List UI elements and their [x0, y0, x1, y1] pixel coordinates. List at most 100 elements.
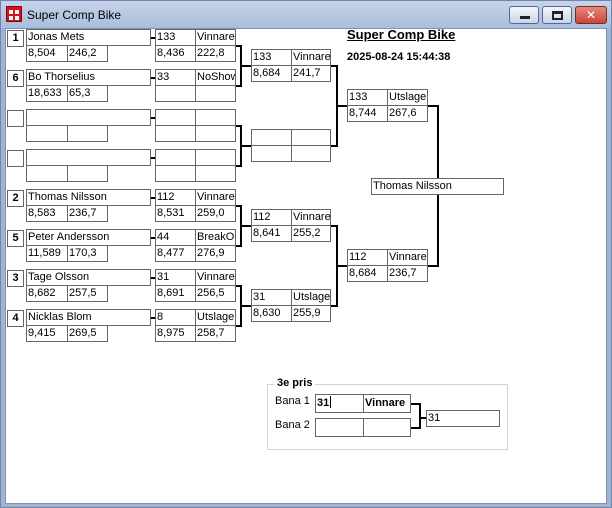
round2-speed-field[interactable]: [195, 85, 236, 102]
round2-result-field[interactable]: [195, 109, 236, 126]
round3-time-field[interactable]: 8,684: [251, 65, 292, 82]
semifinal-time-field[interactable]: 8,744: [347, 105, 388, 122]
round2-number-field[interactable]: 112: [155, 189, 196, 206]
racer-name-field[interactable]: Nicklas Blom: [26, 309, 151, 326]
round3-time-field[interactable]: 8,630: [251, 305, 292, 322]
round2-speed-field[interactable]: [195, 125, 236, 142]
connector-line: [240, 305, 251, 307]
racer-speed-field[interactable]: [67, 125, 108, 142]
racer-speed-field[interactable]: 65,3: [67, 85, 108, 102]
round3-number-field[interactable]: 112: [251, 209, 292, 226]
lane1-number-text: 31: [317, 397, 330, 409]
racer-time-field[interactable]: 8,682: [26, 285, 68, 302]
round2-speed-field[interactable]: 256,5: [195, 285, 236, 302]
round2-result-field[interactable]: [195, 149, 236, 166]
minimize-button[interactable]: [509, 6, 539, 24]
racer-name-field[interactable]: [26, 149, 151, 166]
maximize-button[interactable]: [542, 6, 572, 24]
racer-name-field[interactable]: Peter Andersson: [26, 229, 151, 246]
round3-number-field[interactable]: 133: [251, 49, 292, 66]
semifinal-result-field[interactable]: Vinnare: [387, 249, 428, 266]
connector-line: [151, 197, 155, 199]
round2-time-field[interactable]: 8,691: [155, 285, 196, 302]
semifinal-result-field[interactable]: Utslagen: [387, 89, 428, 106]
round2-time-field[interactable]: 8,436: [155, 45, 196, 62]
round2-time-field[interactable]: [155, 125, 196, 142]
lane1-result-field[interactable]: Vinnare: [363, 394, 411, 413]
minimize-icon: [520, 16, 530, 19]
round2-number-field[interactable]: 44: [155, 229, 196, 246]
round2-speed-field[interactable]: 258,7: [195, 325, 236, 342]
round2-result-field[interactable]: BreakOut: [195, 229, 236, 246]
racer-speed-field[interactable]: [67, 165, 108, 182]
round3-time-field[interactable]: 8,641: [251, 225, 292, 242]
racer-time-field[interactable]: 18,633: [26, 85, 68, 102]
connector-line: [151, 237, 155, 239]
lane2-result-field[interactable]: [363, 418, 411, 437]
semifinal-number-field[interactable]: 112: [347, 249, 388, 266]
title-bar[interactable]: Super Comp Bike ✕: [1, 1, 611, 28]
racer-speed-field[interactable]: 236,7: [67, 205, 108, 222]
semifinal-speed-field[interactable]: 236,7: [387, 265, 428, 282]
round3-speed-field[interactable]: [291, 145, 331, 162]
round3-result-field[interactable]: Vinnare: [291, 49, 331, 66]
round3-result-field[interactable]: Utslagen: [291, 289, 331, 306]
round2-number-field[interactable]: 8: [155, 309, 196, 326]
third-place-result-field[interactable]: 31: [426, 410, 500, 427]
round2-number-field[interactable]: 133: [155, 29, 196, 46]
round2-result-field[interactable]: Vinnare: [195, 29, 236, 46]
round2-time-field[interactable]: 8,531: [155, 205, 196, 222]
racer-speed-field[interactable]: 170,3: [67, 245, 108, 262]
round2-result-field[interactable]: Utslagen: [195, 309, 236, 326]
racer-time-field[interactable]: 8,504: [26, 45, 68, 62]
racer-time-field[interactable]: [26, 125, 68, 142]
close-button[interactable]: ✕: [575, 6, 607, 24]
round2-time-field[interactable]: [155, 85, 196, 102]
connector-line: [151, 77, 155, 79]
round2-time-field[interactable]: 8,975: [155, 325, 196, 342]
seed-box-4: 4: [7, 310, 24, 327]
round2-result-field[interactable]: NoShow: [195, 69, 236, 86]
racer-time-field[interactable]: 11,589: [26, 245, 68, 262]
round2-time-field[interactable]: 8,477: [155, 245, 196, 262]
racer-time-field[interactable]: 9,415: [26, 325, 68, 342]
winner-name-field[interactable]: Thomas Nilsson: [371, 178, 504, 195]
round3-result-field[interactable]: Vinnare: [291, 209, 331, 226]
round2-number-field[interactable]: [155, 149, 196, 166]
round2-result-field[interactable]: Vinnare: [195, 189, 236, 206]
round2-speed-field[interactable]: 222,8: [195, 45, 236, 62]
lane2-number-field[interactable]: [315, 418, 364, 437]
semifinal-speed-field[interactable]: 267,6: [387, 105, 428, 122]
racer-name-field[interactable]: Tage Olsson: [26, 269, 151, 286]
semifinal-time-field[interactable]: 8,684: [347, 265, 388, 282]
racer-time-field[interactable]: 8,583: [26, 205, 68, 222]
lane1-number-field[interactable]: 31: [315, 394, 364, 413]
connector-line: [411, 427, 421, 429]
connector-line: [151, 317, 155, 319]
round3-speed-field[interactable]: 255,2: [291, 225, 331, 242]
racer-name-field[interactable]: Bo Thorselius: [26, 69, 151, 86]
round3-speed-field[interactable]: 255,9: [291, 305, 331, 322]
connector-line: [151, 157, 155, 159]
round2-number-field[interactable]: 31: [155, 269, 196, 286]
racer-speed-field[interactable]: 246,2: [67, 45, 108, 62]
racer-name-field[interactable]: [26, 109, 151, 126]
racer-speed-field[interactable]: 269,5: [67, 325, 108, 342]
racer-name-field[interactable]: Thomas Nilsson: [26, 189, 151, 206]
round2-number-field[interactable]: 33: [155, 69, 196, 86]
round2-speed-field[interactable]: 259,0: [195, 205, 236, 222]
round2-result-field[interactable]: Vinnare: [195, 269, 236, 286]
round2-number-field[interactable]: [155, 109, 196, 126]
racer-name-field[interactable]: Jonas Mets: [26, 29, 151, 46]
round3-number-field[interactable]: 31: [251, 289, 292, 306]
racer-time-field[interactable]: [26, 165, 68, 182]
semifinal-number-field[interactable]: 133: [347, 89, 388, 106]
round3-speed-field[interactable]: 241,7: [291, 65, 331, 82]
round3-number-field[interactable]: [251, 129, 292, 146]
round3-result-field[interactable]: [291, 129, 331, 146]
round2-time-field[interactable]: [155, 165, 196, 182]
round3-time-field[interactable]: [251, 145, 292, 162]
round2-speed-field[interactable]: [195, 165, 236, 182]
racer-speed-field[interactable]: 257,5: [67, 285, 108, 302]
round2-speed-field[interactable]: 276,9: [195, 245, 236, 262]
